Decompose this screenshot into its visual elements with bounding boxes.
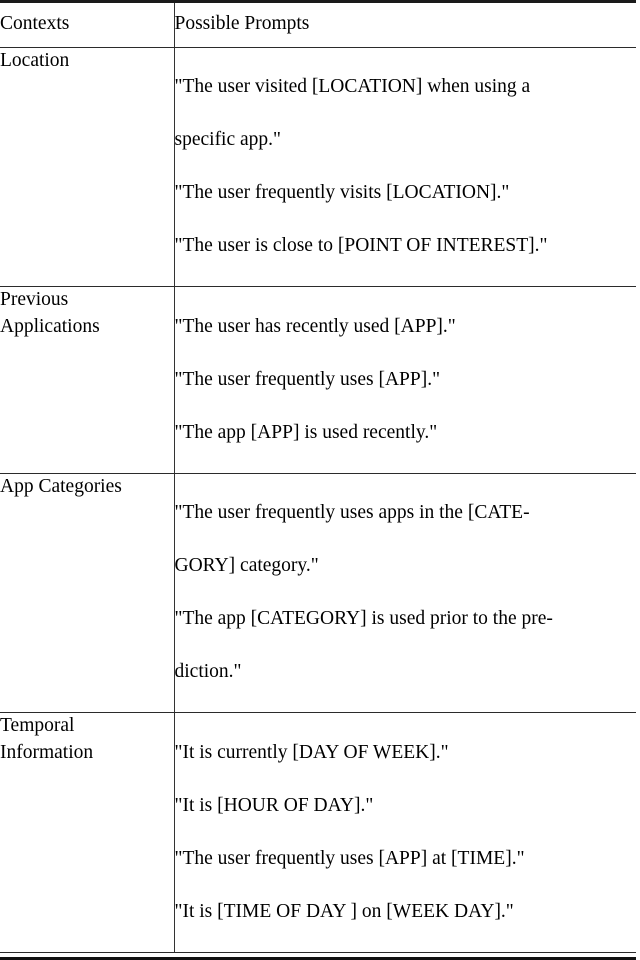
table-row: Temporal Information "It is currently [D… — [0, 713, 636, 952]
table-section-app-categories: App Categories "The user frequently uses… — [0, 473, 636, 712]
table-section-rule-1 — [0, 286, 636, 287]
prompts-cell-app-categories: "The user frequently uses apps in the [C… — [173, 473, 636, 712]
prompt-line: specific app." — [174, 129, 282, 150]
prompts-cell-location: "The user visited [LOCATION] when using … — [173, 47, 636, 286]
prompt-line: "The user frequently uses [APP]." — [174, 368, 441, 390]
prompts-cell-temporal-information: "It is currently [DAY OF WEEK]." "It is … — [173, 713, 636, 952]
prompt-line: diction." — [174, 661, 242, 682]
header-cell-contexts: Contexts — [0, 13, 70, 34]
contexts-prompts-table: Contexts Possible Prompts — [0, 3, 636, 47]
table-row: Previous Applications "The user has rece… — [0, 287, 636, 473]
context-label-temporal-information: Temporal Information — [0, 715, 94, 763]
table-section-location: Location "The user visited [LOCATION] wh… — [0, 47, 636, 286]
prompt-line: GORY] category." — [174, 555, 319, 576]
prompt-line: "It is [TIME OF DAY ] on [WEEK DAY]." — [174, 900, 514, 922]
context-label-previous-applications: Previous Applications — [0, 289, 100, 337]
prompt-line: "The user frequently uses [APP] at [TIME… — [174, 847, 525, 869]
table-row: Location "The user visited [LOCATION] wh… — [0, 47, 636, 286]
context-label-location: Location — [0, 49, 70, 71]
table-section-rule-2 — [0, 472, 636, 474]
prompt-line: "The user has recently used [APP]." — [174, 315, 456, 337]
prompt-line: "It is [HOUR OF DAY]." — [174, 794, 374, 816]
table-section-previous-applications: Previous Applications "The user has rece… — [0, 287, 636, 473]
table-header-row: Contexts Possible Prompts — [0, 3, 636, 47]
prompt-line: "The user frequently uses apps in the [C… — [174, 502, 530, 523]
table-row: App Categories "The user frequently uses… — [0, 473, 636, 712]
prompt-line: "The app [CATEGORY] is used prior to the… — [174, 608, 553, 629]
context-label-app-categories: App Categories — [0, 475, 122, 497]
table-header-rule — [0, 46, 636, 48]
prompt-line: "The app [APP] is used recently." — [174, 421, 438, 443]
header-cell-possible-prompts: Possible Prompts — [173, 3, 636, 47]
table-top-rule — [0, 0, 636, 3]
prompt-line: "The user visited [LOCATION] when using … — [174, 76, 531, 97]
prompt-line: "The user is close to [POINT OF INTEREST… — [174, 235, 548, 256]
prompts-cell-previous-applications: "The user has recently used [APP]." "The… — [173, 287, 636, 473]
prompt-line: "The user frequently visits [LOCATION]." — [174, 182, 510, 203]
table-section-temporal-information: Temporal Information "It is currently [D… — [0, 713, 636, 952]
table-bottom-rule-thick — [0, 956, 636, 960]
prompt-line: "It is currently [DAY OF WEEK]." — [174, 741, 449, 763]
